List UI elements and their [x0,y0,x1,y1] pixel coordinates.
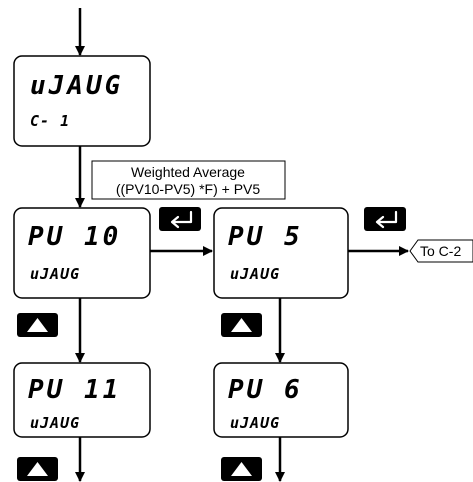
display-line-1: PU 11 [28,375,121,405]
enter-return-arrow-icon [375,210,398,229]
formula-title: Weighted Average [131,164,245,180]
display-pv11: PU 11 uJAUG [13,362,151,438]
display-pv10: PU 10 uJAUG [13,207,151,299]
enter-button[interactable] [364,207,406,231]
display-wavg-c1: uJAUG C- 1 [13,55,151,147]
up-triangle-icon [27,462,48,476]
up-triangle-icon [231,318,252,332]
display-line-2: uJAUG [230,414,280,432]
up-triangle-icon [27,318,48,332]
display-line-1: PU 6 [228,375,303,405]
display-line-2: uJAUG [230,265,280,283]
up-button[interactable] [17,313,58,337]
display-line-2: uJAUG [30,414,80,432]
formula-expression: ((PV10-PV5) *F) + PV5 [116,181,261,197]
up-triangle-icon [231,462,252,476]
formula-note: Weighted Average ((PV10-PV5) *F) + PV5 [91,160,286,200]
enter-return-arrow-icon [170,210,193,229]
enter-button[interactable] [159,207,201,231]
up-button[interactable] [221,313,262,337]
up-button[interactable] [17,457,58,481]
display-line-1: PU 5 [228,222,303,252]
display-line-2: C- 1 [30,112,70,130]
up-button[interactable] [221,457,262,481]
display-line-2: uJAUG [30,265,80,283]
display-line-1: PU 10 [28,222,121,252]
display-line-1: uJAUG [30,71,123,101]
goto-c2-label: To C-2 [409,239,473,263]
display-pv6: PU 6 uJAUG [213,362,349,438]
goto-text: To C-2 [420,243,461,259]
display-pv5: PU 5 uJAUG [213,207,349,299]
